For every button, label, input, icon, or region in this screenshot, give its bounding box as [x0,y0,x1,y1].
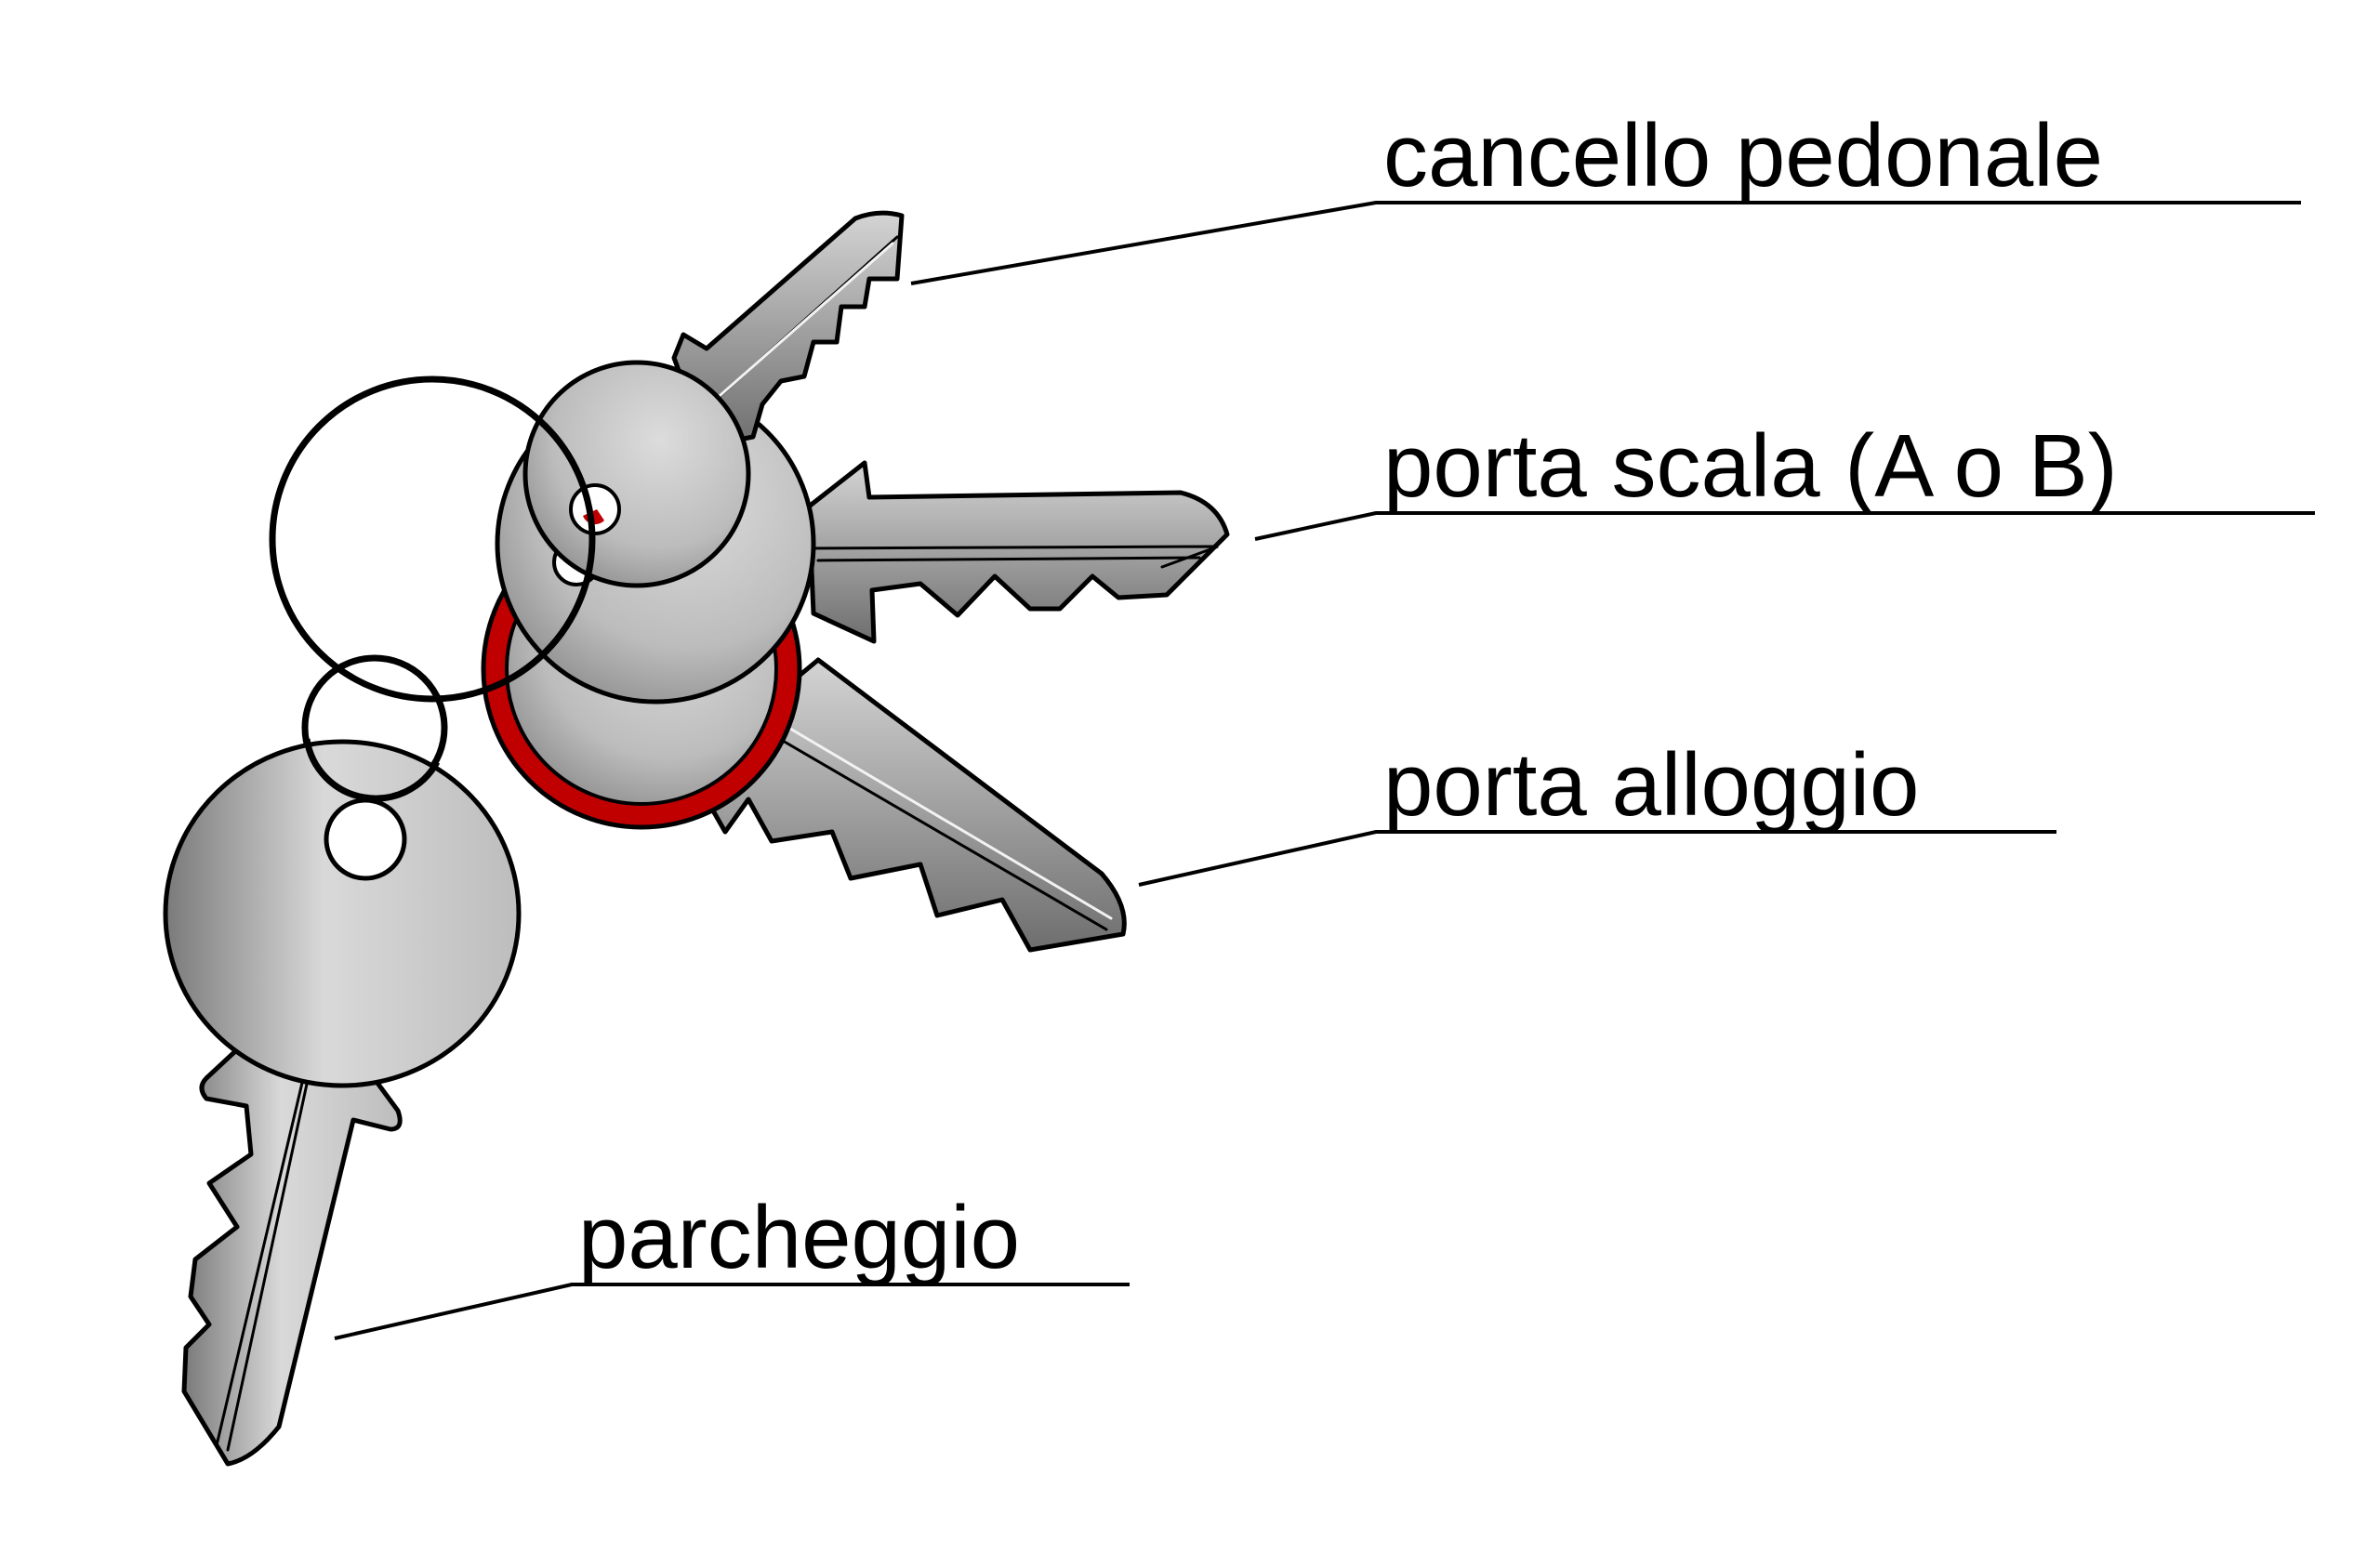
label-parcheggio: parcheggio [578,1188,1020,1287]
leader-scala [1254,511,2315,541]
key-ring-small-front [303,738,441,802]
leader-parcheggio [334,1283,1130,1340]
key-cancello-pedonale [522,210,905,588]
leader-cancello [910,201,2301,285]
label-cancello-pedonale: cancello pedonale [1383,106,2103,205]
label-porta-scala: porta scala (A o B) [1383,416,2118,516]
leader-alloggio [1138,830,2056,887]
key-ring-large [269,375,596,703]
leader-lines [334,201,2315,1340]
key-parcheggio [163,739,522,1467]
label-porta-alloggio: porta alloggio [1383,735,1919,835]
